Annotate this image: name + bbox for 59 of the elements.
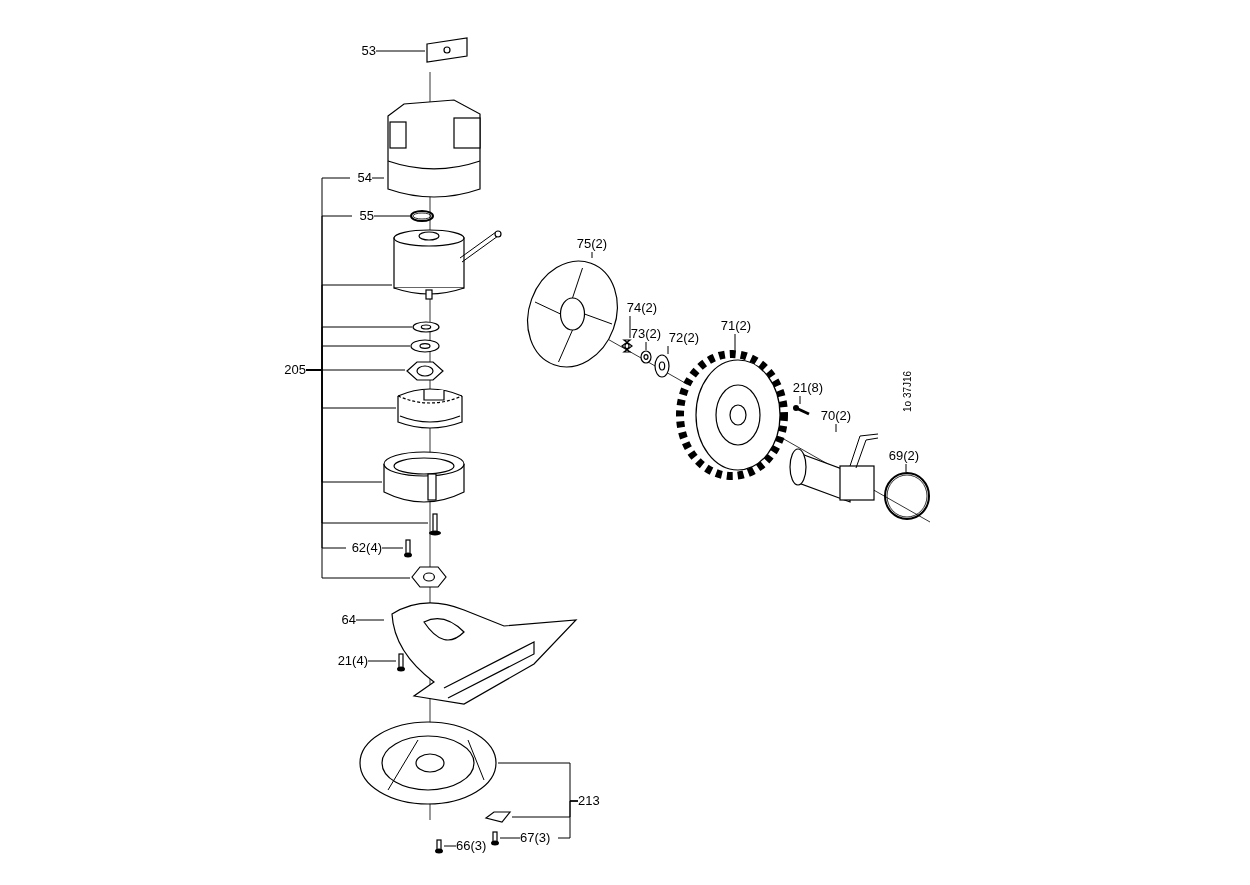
mounting-plate (405, 360, 445, 382)
leader-line (375, 50, 426, 52)
leader-line (381, 547, 404, 549)
screw (403, 538, 413, 558)
callout-number: 62(4) (346, 540, 382, 556)
leader-line (443, 845, 457, 847)
cover-plate (425, 36, 469, 64)
callout-number: 64 (336, 612, 356, 628)
callout-number: 54 (350, 170, 372, 186)
callout-number: 73(2) (628, 326, 664, 342)
leader-line (799, 395, 801, 405)
callout-number: 21(4) (330, 653, 368, 669)
leader-line (499, 837, 521, 839)
callout-number: 69(2) (886, 448, 922, 464)
callout-number: 74(2) (624, 300, 660, 316)
nut (410, 565, 448, 589)
leader-line (367, 660, 397, 662)
leader-line (734, 333, 736, 351)
leader-line (557, 800, 579, 839)
leader-line (667, 345, 669, 355)
leader-line (305, 369, 411, 579)
washer (654, 354, 670, 378)
wheel-motor (790, 432, 880, 504)
callout-number: 53 (352, 43, 376, 59)
washer (410, 339, 440, 353)
callout-number: 67(3) (520, 830, 558, 846)
blade-disc (358, 720, 498, 806)
callout-number: 205 (280, 362, 306, 378)
leader-line (355, 619, 385, 621)
wheel (676, 350, 788, 480)
blade (484, 810, 512, 824)
leader-line (905, 463, 907, 473)
screw (428, 512, 442, 536)
callout-number: 75(2) (574, 236, 610, 252)
screw (490, 830, 500, 846)
callout-number: 70(2) (818, 408, 854, 424)
callout-number: 21(8) (790, 380, 826, 396)
leader-line (629, 315, 631, 339)
callout-number: 71(2) (718, 318, 754, 334)
leader-line (835, 423, 837, 433)
callout-number: 66(3) (456, 838, 494, 854)
sleeve (396, 386, 464, 432)
leader-line (373, 215, 411, 217)
screw (396, 652, 406, 672)
screw (434, 838, 444, 854)
callout-number: 55 (352, 208, 374, 224)
hub-cap (525, 258, 620, 370)
washer (412, 321, 440, 333)
screw (792, 404, 810, 416)
o-ring (410, 210, 434, 222)
callout-number: 72(2) (666, 330, 702, 346)
leader-line (371, 177, 385, 179)
drawing-code: 1o 37J16 (901, 370, 914, 412)
ring (884, 472, 930, 520)
washer (640, 350, 652, 364)
electric-motor (392, 228, 502, 300)
leader-line (591, 251, 593, 259)
callout-number: 213 (578, 793, 606, 809)
leader-line (645, 341, 647, 351)
